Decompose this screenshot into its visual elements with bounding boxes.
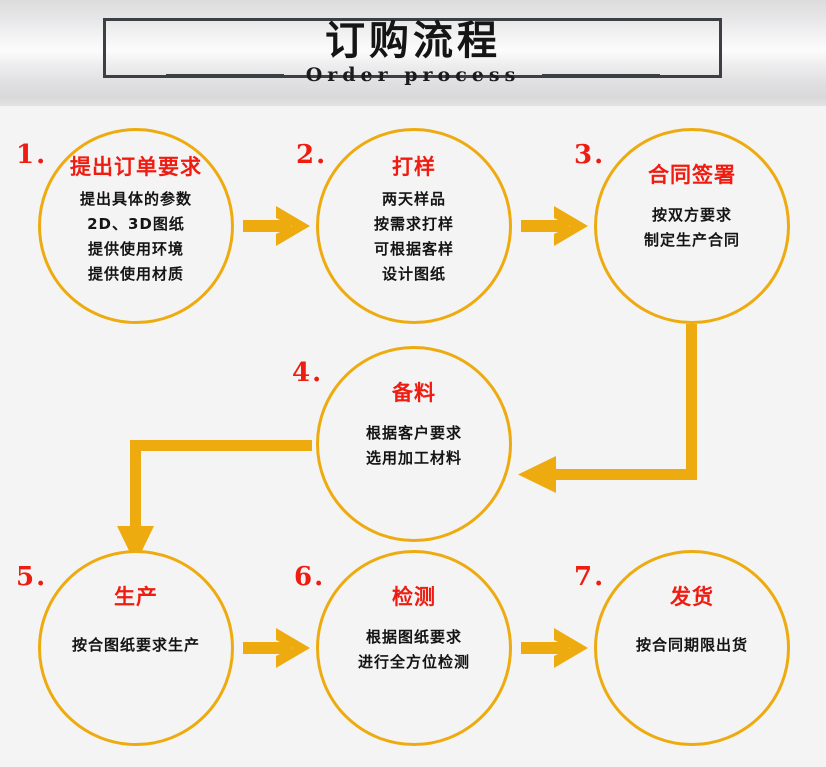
step-number-6: 6. bbox=[294, 562, 326, 592]
header-band: 订购流程 Order process bbox=[0, 0, 826, 106]
step-body-line: 按需求打样 bbox=[373, 215, 454, 233]
step-body-line: 提供使用材质 bbox=[87, 265, 184, 283]
arrow-4-to-5 bbox=[117, 440, 312, 564]
subtitle-rule-right bbox=[542, 74, 661, 76]
step-body-line: 两天样品 bbox=[381, 190, 446, 208]
step-body-line: 进行全方位检测 bbox=[357, 653, 470, 671]
step-title-6: 检测 bbox=[392, 585, 436, 609]
step-body-2: 两天样品 按需求打样 可根据客样 设计图纸 bbox=[319, 187, 509, 287]
step-title-2: 打样 bbox=[392, 155, 436, 179]
step-content-7: 发货 按合同期限出货 bbox=[597, 553, 787, 658]
step-body-line: 可根据客样 bbox=[373, 240, 454, 258]
step-body-4: 根据客户要求 选用加工材料 bbox=[319, 421, 509, 471]
subtitle-rule-left bbox=[165, 74, 284, 76]
step-body-line: 按双方要求 bbox=[651, 206, 732, 224]
step-title-5: 生产 bbox=[114, 585, 158, 609]
step-node-6[interactable]: 检测 根据图纸要求 进行全方位检测 bbox=[316, 550, 512, 746]
step-content-4: 备料 根据客户要求 选用加工材料 bbox=[319, 349, 509, 471]
step-body-line: 制定生产合同 bbox=[643, 231, 740, 249]
step-number-1: 1. bbox=[16, 140, 48, 170]
step-body-5: 按合图纸要求生产 bbox=[41, 633, 231, 658]
step-content-5: 生产 按合图纸要求生产 bbox=[41, 553, 231, 658]
step-body-line: 根据客户要求 bbox=[365, 424, 462, 442]
step-title-4: 备料 bbox=[392, 381, 436, 405]
arrow-1-to-2 bbox=[243, 206, 310, 246]
step-body-7: 按合同期限出货 bbox=[597, 633, 787, 658]
step-body-line: 按合图纸要求生产 bbox=[71, 636, 200, 654]
step-number-7: 7. bbox=[574, 562, 606, 592]
connector-layer bbox=[117, 206, 697, 668]
step-body-line: 提供使用环境 bbox=[87, 240, 184, 258]
step-number-5: 5. bbox=[16, 562, 48, 592]
header-frame bbox=[103, 18, 722, 78]
arrow-5-to-6 bbox=[243, 628, 310, 668]
step-node-3[interactable]: 合同签署 按双方要求 制定生产合同 bbox=[594, 128, 790, 324]
step-body-line: 设计图纸 bbox=[381, 265, 446, 283]
step-body-1: 提出具体的参数 2D、3D图纸 提供使用环境 提供使用材质 bbox=[41, 187, 231, 287]
step-title-7: 发货 bbox=[670, 585, 714, 609]
step-body-line: 2D、3D图纸 bbox=[87, 215, 185, 233]
step-number-4: 4. bbox=[292, 358, 324, 388]
arrow-3-to-4 bbox=[518, 324, 697, 493]
step-node-1[interactable]: 提出订单要求 提出具体的参数 2D、3D图纸 提供使用环境 提供使用材质 bbox=[38, 128, 234, 324]
page-subtitle: Order process bbox=[305, 64, 521, 86]
step-content-1: 提出订单要求 提出具体的参数 2D、3D图纸 提供使用环境 提供使用材质 bbox=[41, 131, 231, 287]
arrow-6-to-7 bbox=[521, 628, 588, 668]
flow-diagram: 1. 提出订单要求 提出具体的参数 2D、3D图纸 提供使用环境 提供使用材质 … bbox=[0, 106, 826, 746]
step-number-2: 2. bbox=[296, 140, 328, 170]
step-body-line: 提出具体的参数 bbox=[79, 190, 192, 208]
step-node-7[interactable]: 发货 按合同期限出货 bbox=[594, 550, 790, 746]
page-title: 订购流程 bbox=[325, 18, 501, 64]
step-node-5[interactable]: 生产 按合图纸要求生产 bbox=[38, 550, 234, 746]
step-body-line: 按合同期限出货 bbox=[635, 636, 748, 654]
step-content-6: 检测 根据图纸要求 进行全方位检测 bbox=[319, 553, 509, 675]
step-number-3: 3. bbox=[574, 140, 606, 170]
step-title-1: 提出订单要求 bbox=[70, 155, 202, 179]
step-node-2[interactable]: 打样 两天样品 按需求打样 可根据客样 设计图纸 bbox=[316, 128, 512, 324]
step-body-line: 根据图纸要求 bbox=[365, 628, 462, 646]
step-body-6: 根据图纸要求 进行全方位检测 bbox=[319, 625, 509, 675]
step-content-3: 合同签署 按双方要求 制定生产合同 bbox=[597, 131, 787, 253]
step-title-3: 合同签署 bbox=[648, 163, 736, 187]
arrow-2-to-3 bbox=[521, 206, 588, 246]
header-subtitle-row: Order process bbox=[0, 64, 826, 86]
step-node-4[interactable]: 备料 根据客户要求 选用加工材料 bbox=[316, 346, 512, 542]
step-body-3: 按双方要求 制定生产合同 bbox=[597, 203, 787, 253]
step-body-line: 选用加工材料 bbox=[365, 449, 462, 467]
step-content-2: 打样 两天样品 按需求打样 可根据客样 设计图纸 bbox=[319, 131, 509, 287]
